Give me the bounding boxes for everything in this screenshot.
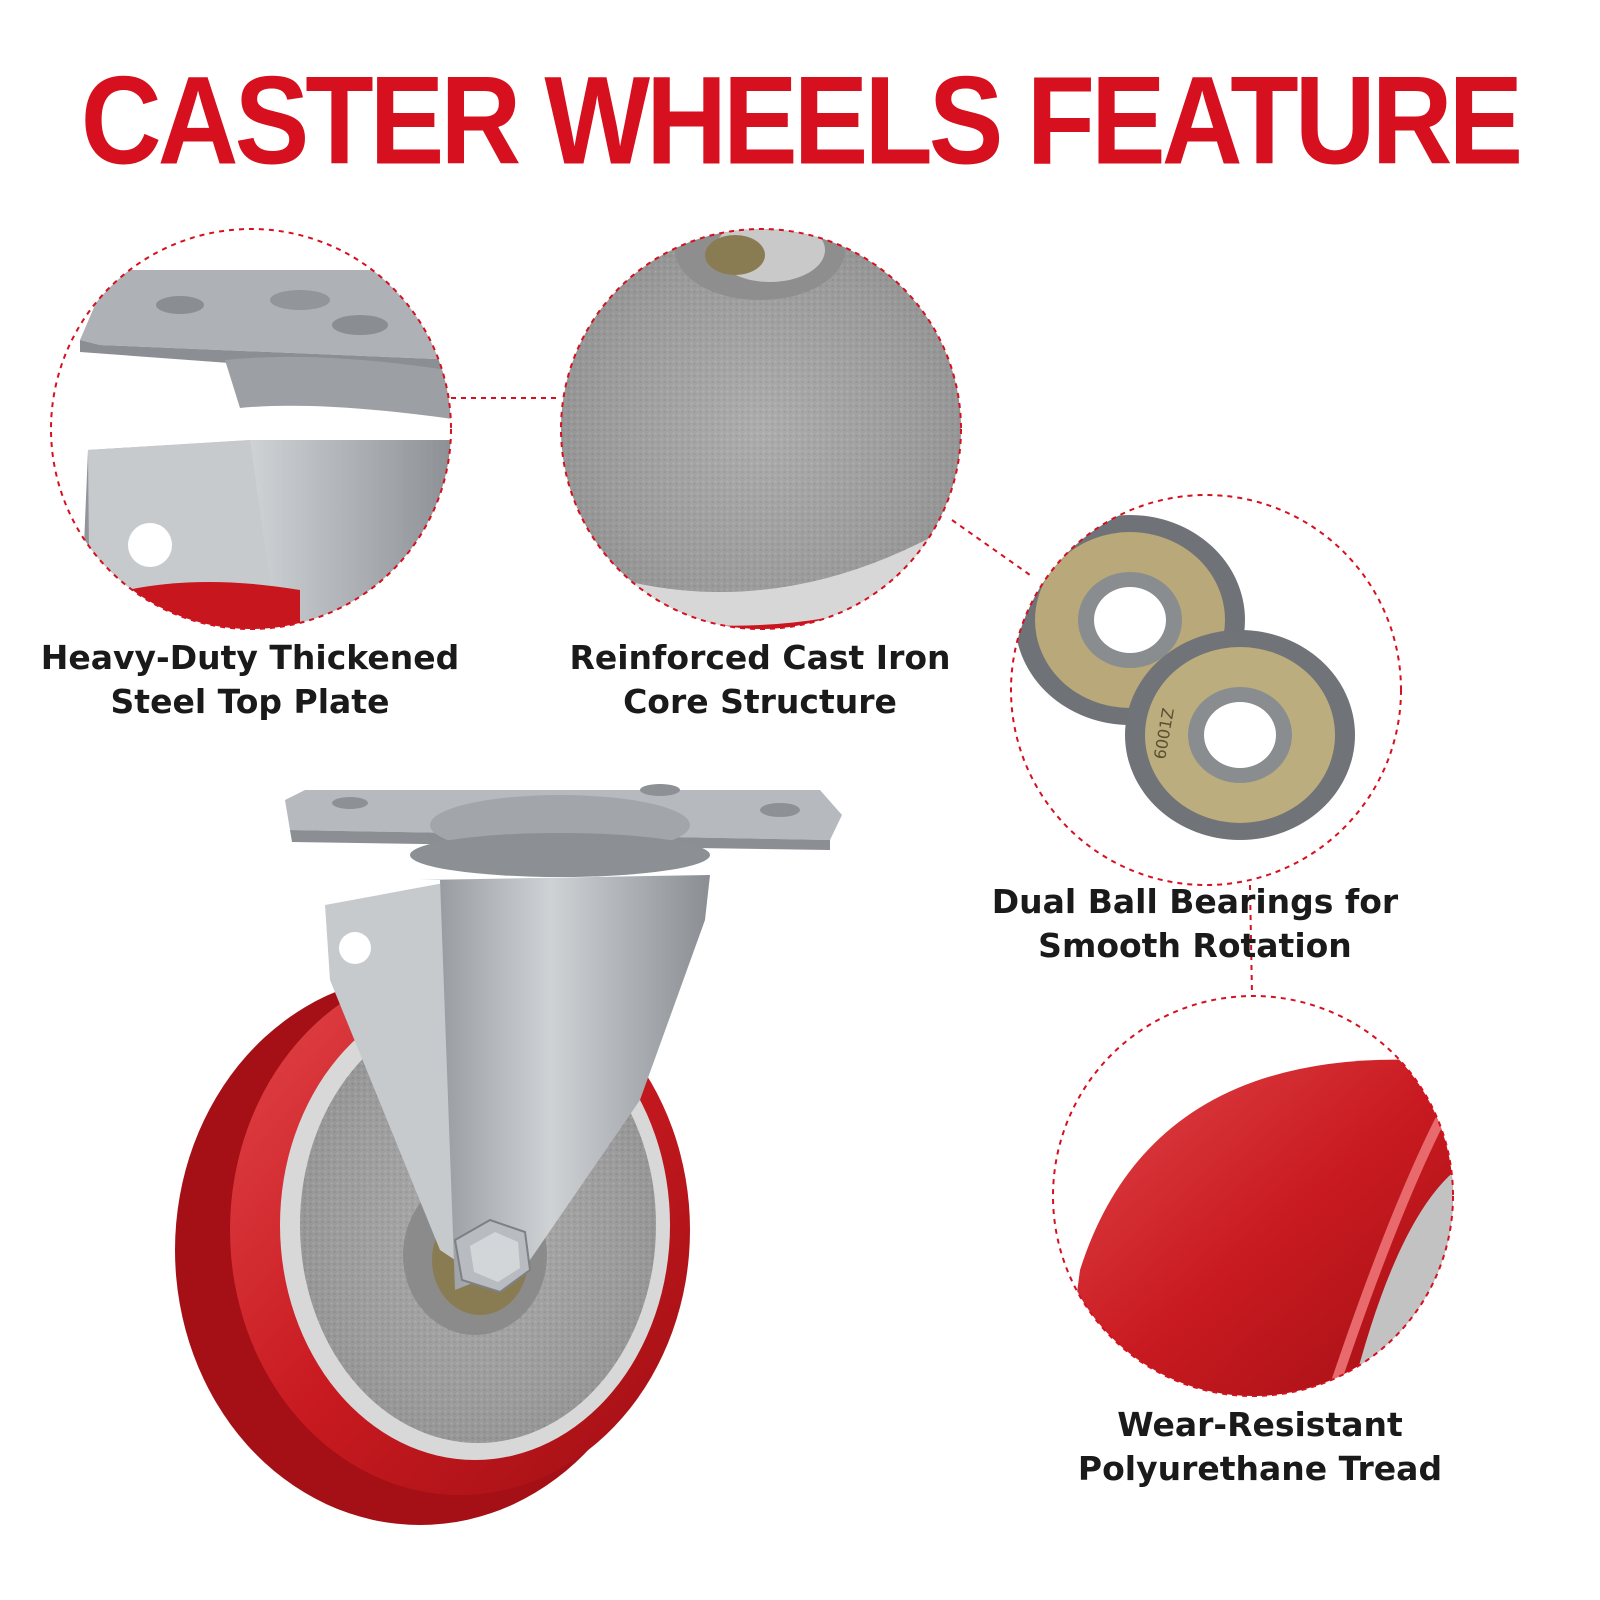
feature-label-line: Steel Top Plate xyxy=(110,682,390,721)
detail-circle-cast-iron xyxy=(560,228,962,630)
feature-label-line: Reinforced Cast Iron xyxy=(569,638,951,677)
feature-label-top-plate: Heavy-Duty Thickened Steel Top Plate xyxy=(40,636,460,724)
feature-label-line: Wear-Resistant xyxy=(1117,1405,1403,1444)
feature-label-cast-iron: Reinforced Cast Iron Core Structure xyxy=(545,636,975,724)
feature-label-tread: Wear-Resistant Polyurethane Tread xyxy=(1060,1403,1460,1491)
detail-circle-tread xyxy=(1052,995,1454,1397)
feature-label-line: Smooth Rotation xyxy=(1038,926,1352,965)
caster-wheel-main xyxy=(175,784,842,1525)
feature-label-line: Heavy-Duty Thickened xyxy=(40,638,460,677)
detail-circle-top-plate xyxy=(50,228,452,630)
feature-label-line: Polyurethane Tread xyxy=(1077,1449,1443,1488)
detail-circle-bearings: 6001Z xyxy=(1010,494,1402,886)
page-title: CASTER WHEELS FEATURE xyxy=(80,50,1523,191)
connector-lines xyxy=(451,397,1253,996)
bearing-front: 6001Z xyxy=(1125,630,1355,840)
feature-label-line: Core Structure xyxy=(623,682,897,721)
feature-label-bearings: Dual Ball Bearings for Smooth Rotation xyxy=(970,880,1420,968)
feature-label-line: Dual Ball Bearings for xyxy=(991,882,1399,921)
